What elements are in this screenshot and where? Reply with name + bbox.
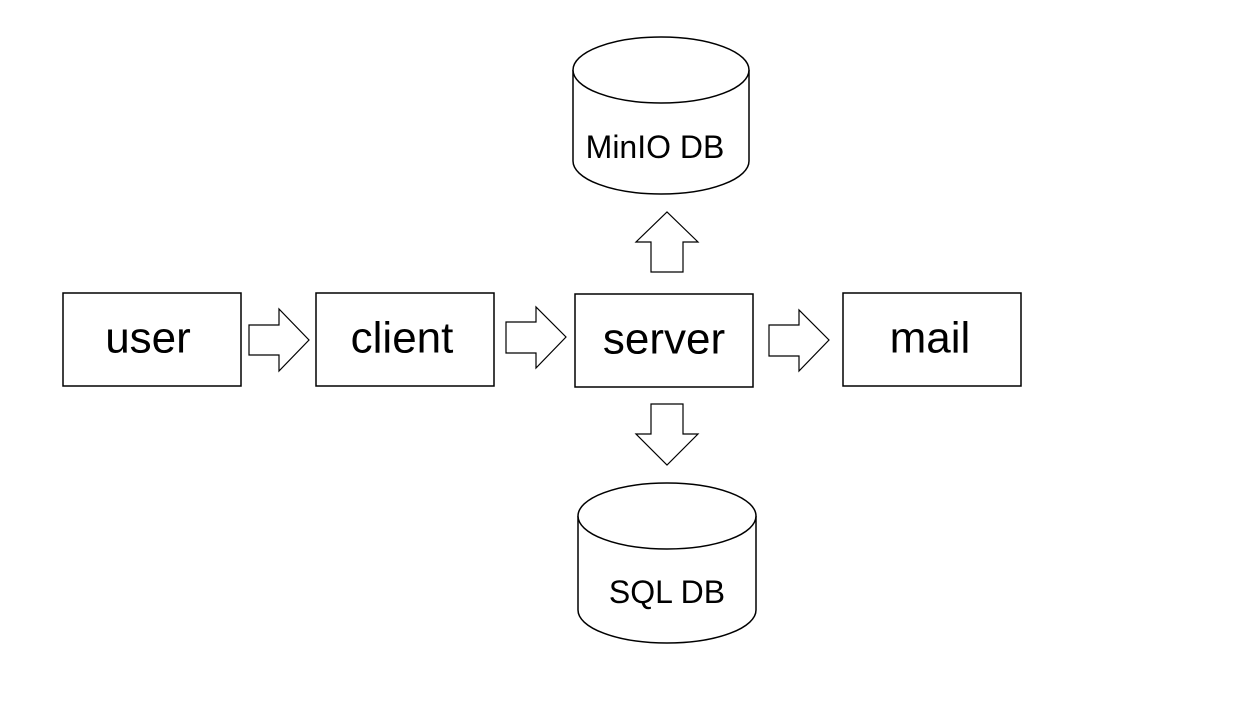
db-minio-label: MinIO DB <box>586 129 725 165</box>
node-server-label: server <box>603 315 725 364</box>
node-mail-label: mail <box>890 314 971 363</box>
db-sql-label: SQL DB <box>609 574 725 610</box>
node-mail[interactable]: mail <box>842 292 1022 387</box>
db-sql[interactable]: SQL DB <box>577 482 757 644</box>
arrow-server-to-sql <box>634 403 700 466</box>
node-client-box <box>315 292 495 387</box>
db-minio-top-ellipse-front <box>572 69 750 104</box>
arrow-client-to-server <box>505 305 567 370</box>
arrow-user-to-client <box>248 307 310 373</box>
db-sql-cylinder <box>577 482 757 644</box>
node-server[interactable]: server <box>574 293 754 388</box>
db-minio-cylinder <box>572 36 750 195</box>
node-server-box <box>574 293 754 388</box>
arrow-server-to-minio <box>634 211 700 273</box>
arrow-server-to-mail <box>768 308 830 373</box>
node-user-box <box>62 292 242 387</box>
node-mail-box <box>842 292 1022 387</box>
node-client-label: client <box>351 314 454 363</box>
node-user-label: user <box>105 314 191 363</box>
db-minio[interactable]: MinIO DB <box>572 36 750 195</box>
node-client[interactable]: client <box>315 292 495 387</box>
node-user[interactable]: user <box>62 292 242 387</box>
db-sql-top-ellipse-front <box>577 515 757 550</box>
